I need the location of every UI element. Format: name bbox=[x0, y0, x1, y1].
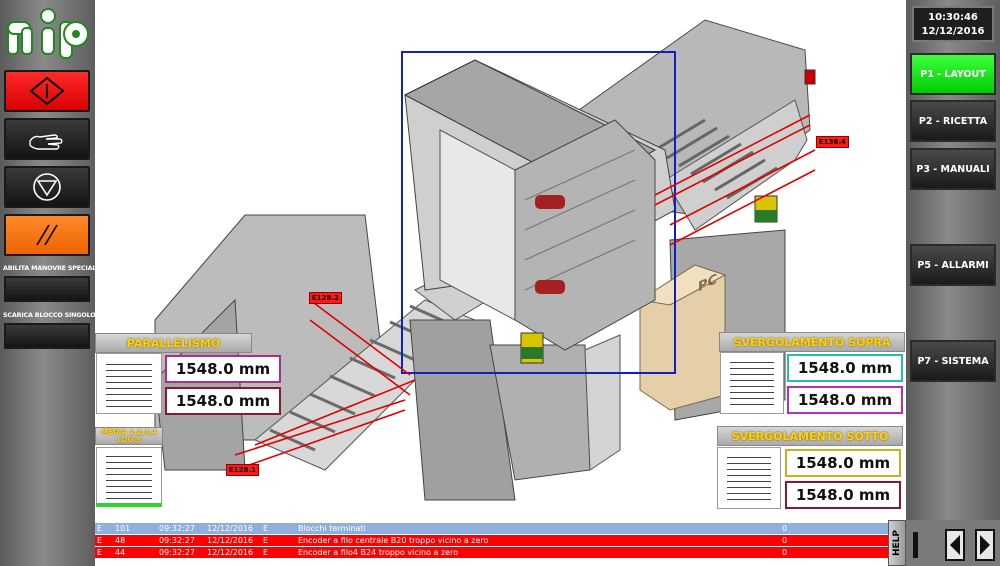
next-page-button[interactable] bbox=[975, 529, 995, 561]
media-doc-icon[interactable] bbox=[96, 447, 162, 507]
clock-date: 12/12/2016 bbox=[921, 26, 985, 37]
left-toolbar: ABILITA MANOVRE SPECIALI SCARICA BLOCCO … bbox=[0, 0, 99, 566]
svergolamento-sopra-title: SVERGOLAMENTO SOPRA bbox=[719, 332, 905, 352]
svergolamento-sopra-value-1: 1548.0 mm bbox=[787, 354, 903, 382]
alarm-date: 12/12/2016 bbox=[207, 524, 254, 533]
arrow-left-icon bbox=[950, 535, 960, 555]
alarm-row[interactable]: E 48 09:32:27 12/12/2016 E Encoder a fil… bbox=[95, 535, 888, 546]
hand-icon bbox=[29, 134, 63, 150]
nav-p1-layout-button[interactable]: P1 - LAYOUT bbox=[910, 53, 996, 95]
alarm-number: 48 bbox=[115, 536, 126, 545]
alarm-message: Encoder a filo4 B24 troppo vicino a zero bbox=[298, 548, 459, 557]
svergolamento-sotto-value-2: 1548.0 mm bbox=[785, 481, 901, 509]
parallelismo-title: PARALLELISMO bbox=[95, 333, 252, 353]
alarm-number: 101 bbox=[115, 524, 131, 533]
single-block-unload-label: SCARICA BLOCCO SINGOLO bbox=[3, 311, 96, 319]
alarm-type: E bbox=[97, 524, 103, 533]
alarm-class: E bbox=[263, 524, 269, 533]
alarm-time: 09:32:27 bbox=[159, 536, 195, 545]
alarm-time: 09:32:27 bbox=[159, 548, 195, 557]
stop-cycle-button[interactable] bbox=[4, 166, 90, 208]
first-page-bar-icon bbox=[913, 532, 918, 558]
sensor-tag-e128-2: E128.2 bbox=[309, 292, 342, 304]
help-label: HELP bbox=[892, 529, 902, 556]
manual-mode-button[interactable] bbox=[4, 118, 90, 160]
clock-display: 10:30:46 12/12/2016 bbox=[912, 6, 994, 42]
svergolamento-sotto-doc-icon[interactable] bbox=[717, 447, 781, 509]
alarm-list: E 101 09:32:27 12/12/2016 E Blocchi term… bbox=[95, 520, 888, 566]
help-button[interactable]: HELP bbox=[888, 520, 906, 566]
alarm-type: E bbox=[97, 536, 103, 545]
clock-time: 10:30:46 bbox=[928, 12, 978, 23]
alarm-message: Encoder a filo centrale B20 troppo vicin… bbox=[298, 536, 489, 545]
alarm-value: 0 bbox=[782, 536, 788, 545]
parallelismo-doc-icon[interactable] bbox=[96, 353, 162, 414]
double-slash-icon bbox=[36, 224, 58, 246]
media-title: MEDIA 1,2,3,4 LOG.5 bbox=[95, 427, 163, 445]
svergolamento-sotto-title: SVERGOLAMENTO SOTTO bbox=[717, 426, 903, 446]
alarm-class: E bbox=[263, 536, 269, 545]
single-block-unload-button[interactable] bbox=[4, 323, 90, 349]
emergency-stop-button[interactable] bbox=[4, 70, 90, 112]
nav-p3-manuali-button[interactable]: P3 - MANUALI bbox=[910, 148, 996, 190]
alarm-value: 0 bbox=[782, 548, 788, 557]
alarm-number: 44 bbox=[115, 548, 126, 557]
parallelismo-value-1: 1548.0 mm bbox=[165, 355, 281, 383]
diamond-stop-icon bbox=[29, 76, 65, 106]
parallelismo-value-2: 1548.0 mm bbox=[165, 387, 281, 415]
arrow-right-icon bbox=[980, 535, 990, 555]
nav-p2-ricetta-button[interactable]: P2 - RICETTA bbox=[910, 100, 996, 142]
alarm-message: Blocchi terminati bbox=[298, 524, 366, 533]
alarm-row[interactable]: E 44 09:32:27 12/12/2016 E Encoder a fil… bbox=[95, 547, 888, 558]
sensor-tag-e136: E136.4 bbox=[816, 136, 849, 148]
svergolamento-sopra-doc-icon[interactable] bbox=[720, 352, 784, 414]
alarm-value: 0 bbox=[782, 524, 788, 533]
nav-p5-allarmi-button[interactable]: P5 - ALLARMI bbox=[910, 244, 996, 286]
triangle-down-icon bbox=[33, 173, 61, 201]
svergolamento-sotto-value-1: 1548.0 mm bbox=[785, 449, 901, 477]
svergolamento-sopra-value-2: 1548.0 mm bbox=[787, 386, 903, 414]
special-maneuvers-label: ABILITA MANOVRE SPECIALI bbox=[3, 264, 99, 272]
alarm-class: E bbox=[263, 548, 269, 557]
alarm-date: 12/12/2016 bbox=[207, 536, 254, 545]
layout-canvas: E136.4 E128.2 E128.1 PC PARALLELISMO 154… bbox=[95, 0, 906, 520]
alarm-time: 09:32:27 bbox=[159, 524, 195, 533]
nav-p7-sistema-button[interactable]: P7 - SISTEMA bbox=[910, 340, 996, 382]
alarm-row[interactable]: E 101 09:32:27 12/12/2016 E Blocchi term… bbox=[95, 523, 888, 534]
reset-button[interactable] bbox=[4, 214, 90, 256]
special-maneuvers-button[interactable] bbox=[4, 276, 90, 302]
alarm-date: 12/12/2016 bbox=[207, 548, 254, 557]
company-logo bbox=[4, 4, 92, 60]
prev-page-button[interactable] bbox=[945, 529, 965, 561]
alarm-type: E bbox=[97, 548, 103, 557]
sensor-tag-e128-1: E128.1 bbox=[226, 464, 259, 476]
